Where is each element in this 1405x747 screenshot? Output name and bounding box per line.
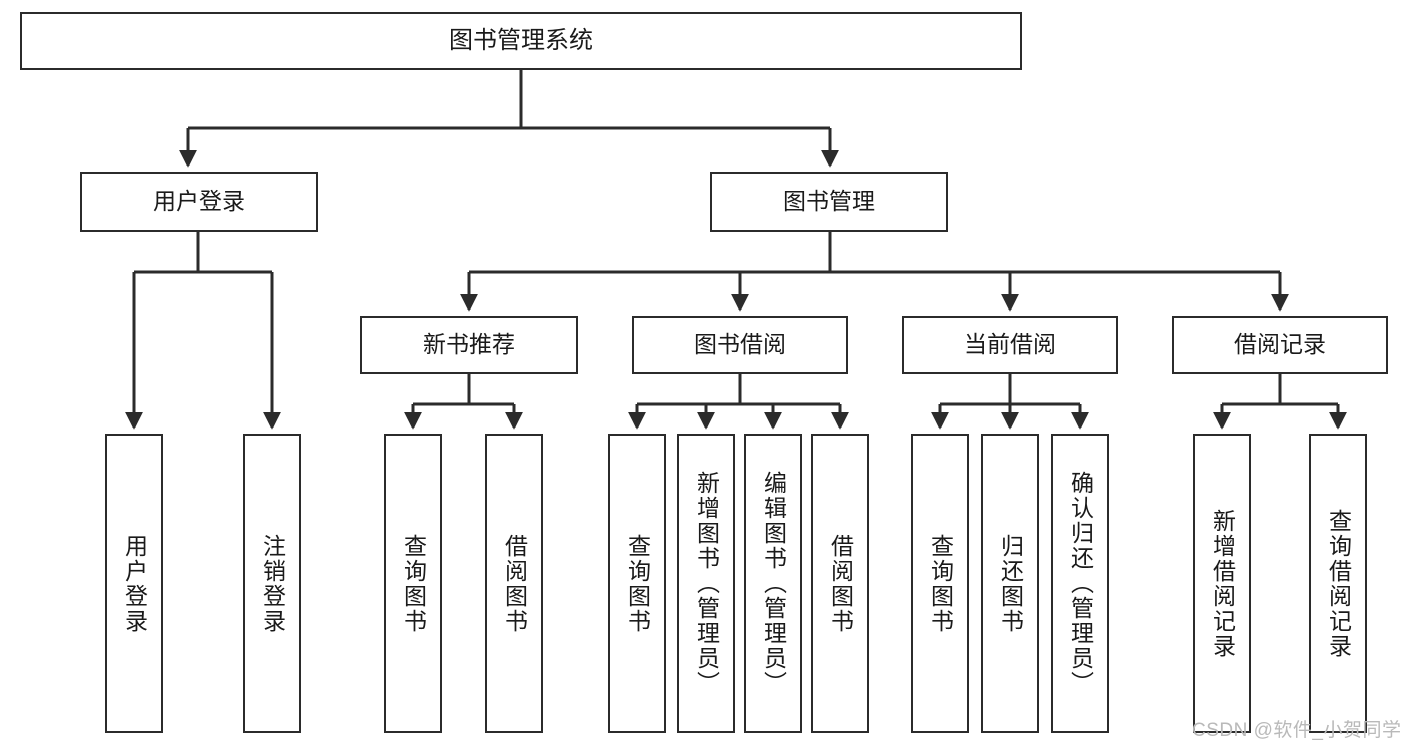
node-book-borrow[interactable]: 图书借阅 xyxy=(632,316,848,374)
node-new-book-recommend[interactable]: 新书推荐 xyxy=(360,316,578,374)
leaf-book-borrow-edit[interactable]: 编辑图书（管理员） xyxy=(744,434,802,733)
leaf-borrow-record-query[interactable]: 查询借阅记录 xyxy=(1309,434,1367,733)
node-label: 新增图书（管理员） xyxy=(693,471,720,696)
leaf-user-login-logout[interactable]: 注销登录 xyxy=(243,434,301,733)
leaf-borrow-record-add[interactable]: 新增借阅记录 xyxy=(1193,434,1251,733)
node-label: 图书借阅 xyxy=(694,331,786,358)
node-label: 用户登录 xyxy=(153,188,245,215)
node-label: 查询图书 xyxy=(624,533,651,634)
node-root-system[interactable]: 图书管理系统 xyxy=(20,12,1022,70)
csdn-watermark: CSDN @软件_小贺同学 xyxy=(1192,720,1402,741)
node-label: 编辑图书（管理员） xyxy=(760,471,787,696)
node-label: 用户登录 xyxy=(121,533,148,634)
leaf-book-borrow-add[interactable]: 新增图书（管理员） xyxy=(677,434,735,733)
leaf-current-borrow-query[interactable]: 查询图书 xyxy=(911,434,969,733)
node-label: 图书管理 xyxy=(783,188,875,215)
node-label: 查询借阅记录 xyxy=(1325,508,1352,659)
leaf-book-borrow-borrow[interactable]: 借阅图书 xyxy=(811,434,869,733)
leaf-new-book-borrow[interactable]: 借阅图书 xyxy=(485,434,543,733)
node-label: 查询图书 xyxy=(400,533,427,634)
node-label: 借阅记录 xyxy=(1234,331,1326,358)
node-label: 图书管理系统 xyxy=(449,26,593,54)
node-label: 新增借阅记录 xyxy=(1209,508,1236,659)
node-user-login[interactable]: 用户登录 xyxy=(80,172,318,232)
leaf-current-borrow-confirm-return[interactable]: 确认归还（管理员） xyxy=(1051,434,1109,733)
leaf-current-borrow-return[interactable]: 归还图书 xyxy=(981,434,1039,733)
node-label: 查询图书 xyxy=(927,533,954,634)
node-label: 注销登录 xyxy=(259,533,286,634)
node-label: 当前借阅 xyxy=(964,331,1056,358)
leaf-user-login-login[interactable]: 用户登录 xyxy=(105,434,163,733)
node-label: 借阅图书 xyxy=(827,533,854,634)
leaf-book-borrow-query[interactable]: 查询图书 xyxy=(608,434,666,733)
node-label: 新书推荐 xyxy=(423,331,515,358)
leaf-new-book-query[interactable]: 查询图书 xyxy=(384,434,442,733)
node-label: 借阅图书 xyxy=(501,533,528,634)
node-borrow-record[interactable]: 借阅记录 xyxy=(1172,316,1388,374)
node-label: 确认归还（管理员） xyxy=(1067,471,1094,696)
node-label: 归还图书 xyxy=(997,533,1024,634)
node-current-borrow[interactable]: 当前借阅 xyxy=(902,316,1118,374)
node-book-manage[interactable]: 图书管理 xyxy=(710,172,948,232)
